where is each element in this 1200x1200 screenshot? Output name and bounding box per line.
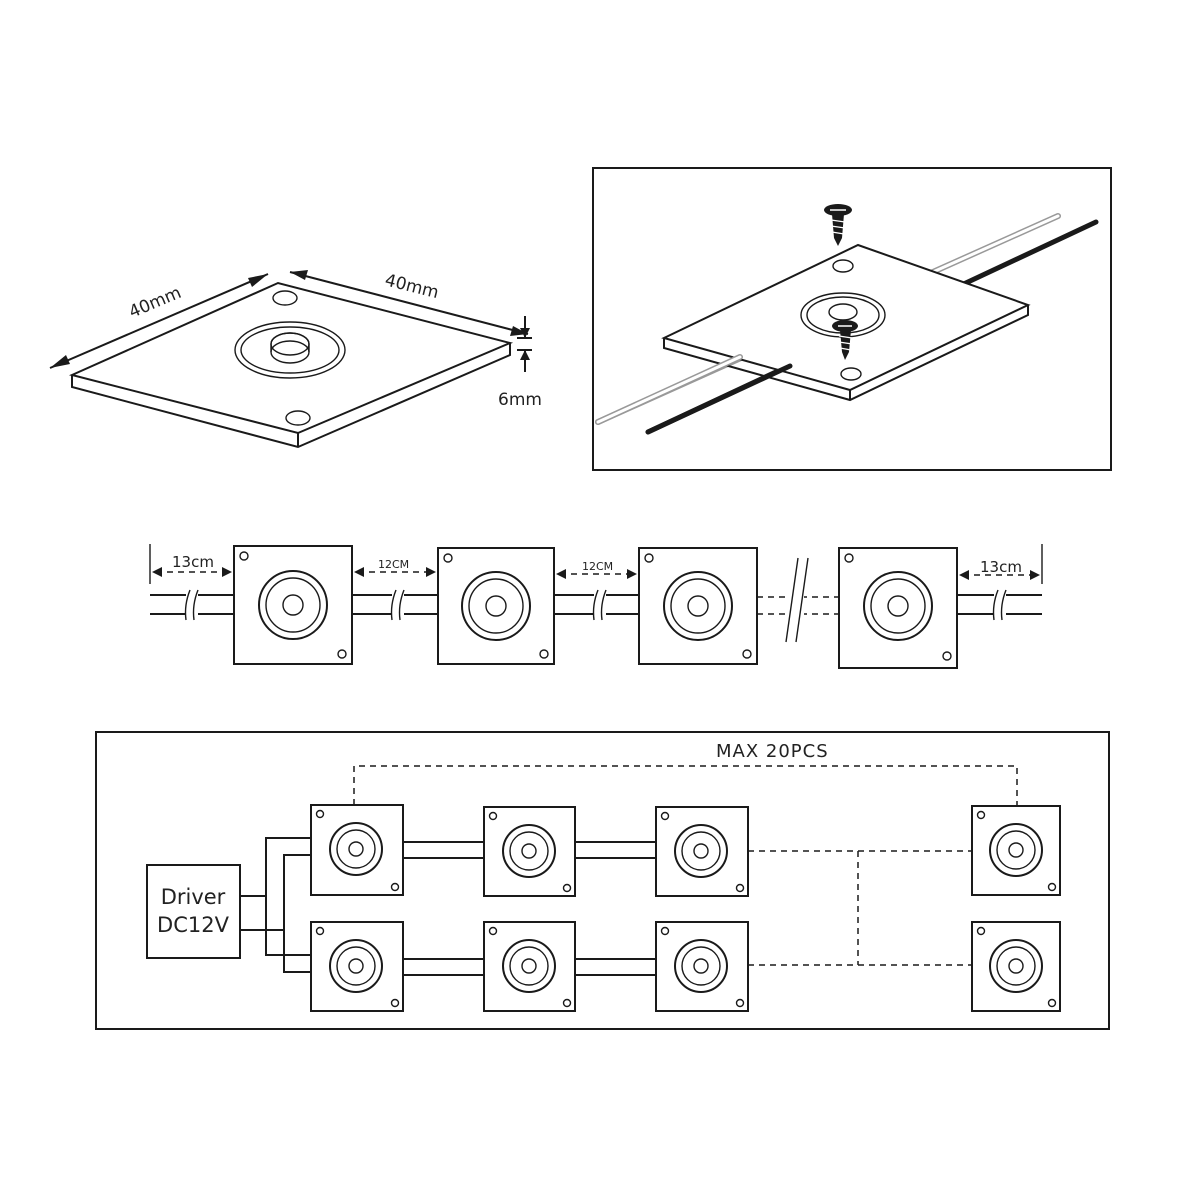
wiring-module xyxy=(310,804,404,896)
wiring-module xyxy=(971,805,1061,896)
height-dimension-label: 6mm xyxy=(498,390,542,410)
wiring-module xyxy=(655,921,749,1012)
spacing-dimension: 13cm xyxy=(149,544,232,584)
mounting-hole-icon xyxy=(285,410,311,426)
gap-label-1: 12CM xyxy=(378,558,409,571)
driver-voltage-label: DC12V xyxy=(157,913,230,937)
driver-box xyxy=(146,864,241,959)
wiring-module xyxy=(971,921,1061,1012)
wiring-diagram: MAX 20PCS Driver DC12V xyxy=(95,731,1110,1030)
chain-module xyxy=(437,547,555,665)
spacing-dimension: 13cm xyxy=(959,544,1043,584)
spacing-chain-diagram: 13cm 12CM 12CM 13cm xyxy=(149,544,1043,669)
module-dimension-drawing: 40mm 40mm 6mm xyxy=(49,270,542,449)
spacing-dimension: 12CM xyxy=(556,560,637,579)
left-lead-label: 13cm xyxy=(172,553,214,571)
mounting-frame xyxy=(592,167,1112,471)
lens-ring-icon xyxy=(234,321,346,379)
chain-module xyxy=(233,545,353,665)
driver-label: Driver xyxy=(161,885,226,909)
max-count-bracket xyxy=(353,765,1018,805)
chain-module xyxy=(638,547,758,665)
spacing-dimension: 12CM xyxy=(354,558,436,577)
wiring-frame xyxy=(95,731,1110,1030)
chain-module xyxy=(838,547,958,669)
mounting-illustration xyxy=(592,167,1112,471)
wiring-module xyxy=(483,806,576,897)
wiring-module xyxy=(310,921,404,1012)
wiring-module xyxy=(483,921,576,1012)
wire-break-icon xyxy=(184,557,1007,643)
screw-icon xyxy=(824,204,852,246)
right-lead-label: 13cm xyxy=(980,558,1022,576)
gap-label-2: 12CM xyxy=(582,560,613,573)
width-dimension-label: 40mm xyxy=(126,283,184,323)
wiring-module xyxy=(655,806,749,897)
mounting-hole-icon xyxy=(272,290,298,306)
screw-icon xyxy=(832,320,858,360)
max-count-label: MAX 20PCS xyxy=(716,741,829,762)
